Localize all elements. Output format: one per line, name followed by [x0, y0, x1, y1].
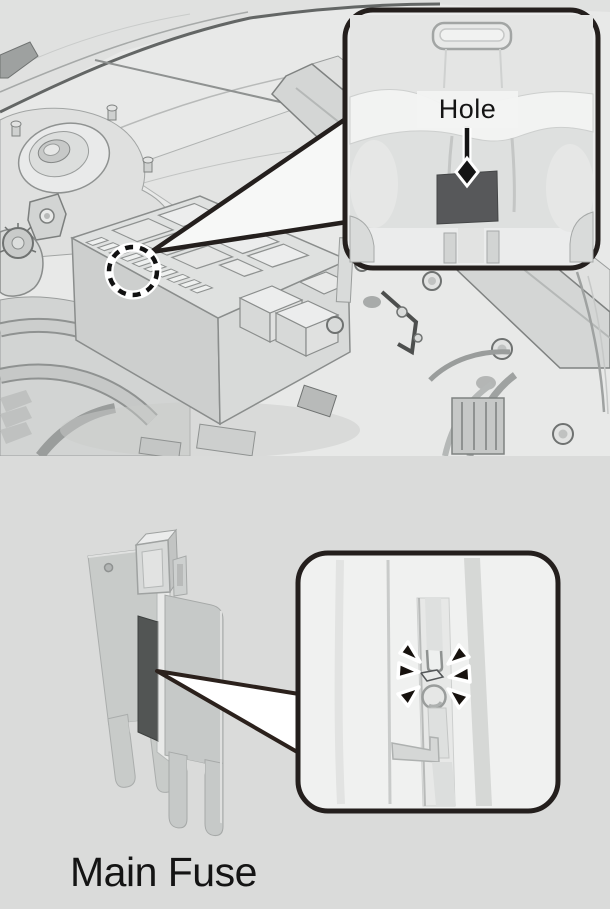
reservoir: [0, 223, 44, 297]
connector-teeth: [84, 236, 214, 294]
hole-label-leader: [454, 126, 480, 189]
strut-studs: [10, 104, 154, 173]
fuse-window: [137, 615, 159, 742]
arrow-upper-left: [398, 640, 422, 664]
arrow-lower-left: [396, 685, 421, 708]
misc-hardware: [138, 237, 518, 460]
callout-box-bottom: [295, 550, 561, 814]
main-fuse-illustration: [0, 456, 610, 909]
fuse-tab: [134, 528, 188, 597]
engine-bay-illustration: [0, 0, 610, 460]
main-fuse-caption: Main Fuse: [70, 848, 257, 895]
fuse-box-cover-detail: [349, 15, 594, 264]
hood-underside: [0, 0, 610, 114]
element-channel: [425, 649, 444, 673]
dashed-highlight-circle: [104, 242, 162, 300]
element-bar: [419, 669, 445, 682]
hole-label: Hole: [417, 91, 518, 128]
fuse-element-detail: [334, 558, 492, 807]
arrow-mid-left: [396, 661, 421, 680]
arrow-mid-right: [447, 664, 472, 684]
arrow-upper-right: [446, 643, 471, 666]
diamond-arrow-icon: [454, 155, 480, 189]
arrow-lower-right: [446, 687, 471, 710]
callout-box-top: [342, 7, 601, 271]
black-triangle-arrows: [396, 640, 472, 710]
relay-grid: [84, 202, 310, 294]
strut-tower: [0, 104, 175, 261]
plate-hole: [103, 562, 114, 573]
